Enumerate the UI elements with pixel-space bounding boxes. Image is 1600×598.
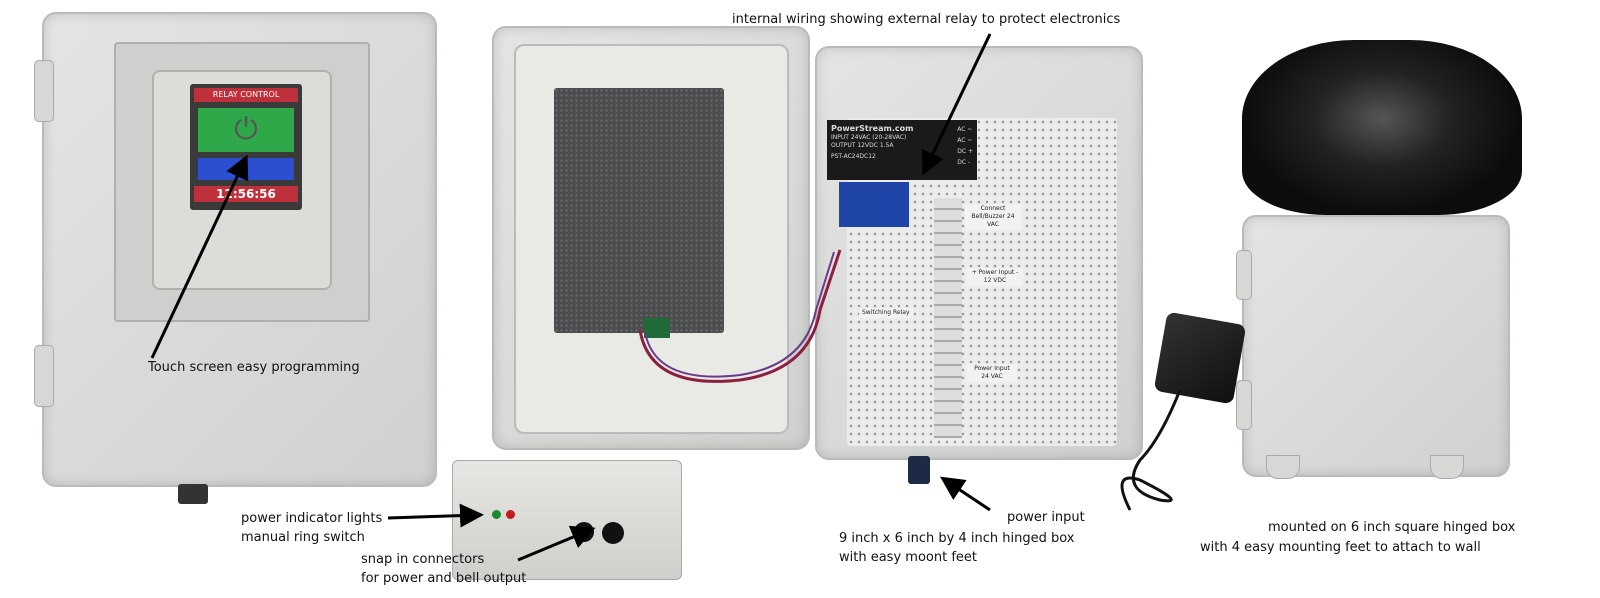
connector (602, 522, 624, 544)
power-supply-module: PowerStream.com INPUT 24VAC (20-28VAC) O… (827, 120, 977, 180)
mounting-foot (1430, 455, 1464, 479)
metal-plate (554, 88, 724, 333)
power-icon: ⏻ (234, 112, 258, 147)
power-supply-pins: AC ~ AC ~ DC + DC - (957, 124, 973, 176)
pin-label: DC - (957, 159, 971, 166)
hinge (1236, 380, 1252, 430)
screen-title: RELAY CONTROL (194, 88, 298, 102)
caption-mounted: mounted on 6 inch square hinged box (1268, 520, 1516, 535)
wiring (638, 249, 842, 383)
adapter-cord (1120, 389, 1182, 511)
power-button[interactable]: ⏻ (198, 108, 294, 152)
caption-power-lights: power indicator lights (241, 511, 383, 526)
pin-label: AC ~ (957, 126, 973, 133)
hinge (34, 60, 54, 122)
hinge (1236, 250, 1252, 300)
enclosure-small (1242, 215, 1510, 477)
arrow-power-input (940, 476, 991, 512)
indicator-light-green (492, 510, 501, 519)
power-supply-model: PST-AC24DC12 (831, 153, 876, 160)
caption-ring-switch: manual ring switch (241, 530, 365, 545)
caption-mount-feet: with 4 easy mounting feet to attach to w… (1200, 540, 1481, 555)
relay-board (839, 182, 909, 227)
caption-box-size: 9 inch x 6 inch by 4 inch hinged box (839, 531, 1075, 546)
mounting-foot (1266, 455, 1300, 479)
arrow-power-lights (387, 503, 484, 528)
enclosure-body: PowerStream.com INPUT 24VAC (20-28VAC) O… (815, 46, 1143, 460)
caption-touch-screen: Touch screen easy programming (148, 360, 360, 375)
power-supply-brand: PowerStream.com (831, 124, 914, 133)
arrow-touch-screen (150, 154, 249, 359)
power-cable (908, 456, 930, 484)
arrow-internal-wiring (921, 33, 992, 176)
caption-box-feet: with easy moont feet (839, 550, 977, 565)
terminal-strip (934, 198, 962, 438)
caption-power-input: power input (1007, 510, 1085, 525)
horn-speaker (1242, 40, 1522, 215)
power-supply-input: INPUT 24VAC (20-28VAC) (831, 134, 907, 141)
mounting-foot (178, 484, 208, 504)
label-dc-input: + Power Input - 12 VDC (967, 268, 1023, 286)
label-relay: Switching Relay (859, 308, 913, 318)
arrow-connectors (517, 525, 596, 562)
indicator-light-red (506, 510, 515, 519)
power-supply-output: OUTPUT 12VDC 1.5A (831, 142, 894, 149)
pin-label: AC ~ (957, 137, 973, 144)
label-ac-input: Power Input 24 VAC (967, 364, 1017, 382)
enclosure-lid (492, 26, 810, 450)
hinge (34, 345, 54, 407)
power-supply-text: PowerStream.com INPUT 24VAC (20-28VAC) O… (831, 124, 949, 176)
caption-bell-output: for power and bell output (361, 571, 527, 586)
label-bell: Connect Bell/Buzzer 24 VAC (965, 204, 1021, 230)
terminal-block (644, 318, 670, 338)
caption-snap-connectors: snap in connectors (361, 552, 485, 567)
caption-internal-wiring: internal wiring showing external relay t… (732, 12, 1121, 27)
inset-side-view (440, 452, 700, 592)
pin-label: DC + (957, 148, 973, 155)
